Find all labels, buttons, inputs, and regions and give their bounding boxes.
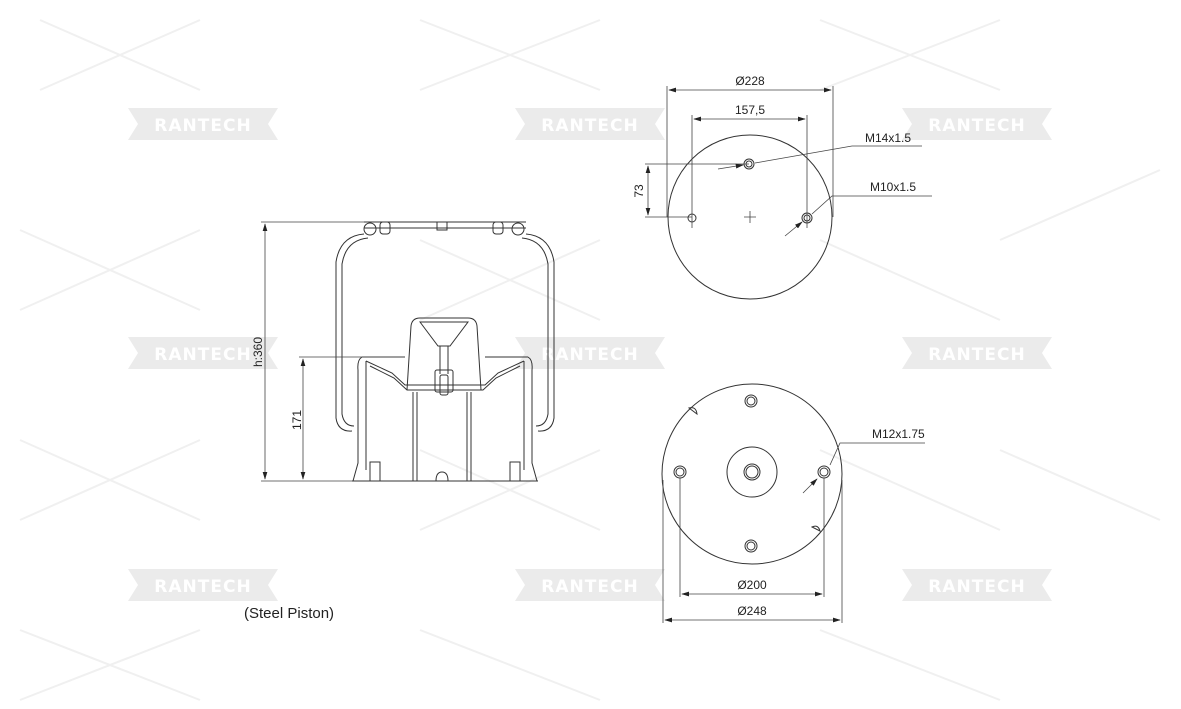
bottom-view: Ø200 Ø248 M12x1.75 (661, 383, 925, 623)
thread-label: M12x1.75 (872, 427, 925, 441)
svg-text:RANTECH: RANTECH (154, 577, 251, 597)
piston-height-dimension: 171 (290, 410, 304, 430)
svg-text:RANTECH: RANTECH (541, 577, 638, 597)
svg-text:RANTECH: RANTECH (928, 345, 1025, 365)
svg-text:RANTECH: RANTECH (928, 116, 1025, 136)
watermark-lines (19, 19, 1161, 701)
bolt-circle-dimension: Ø200 (737, 578, 767, 592)
side-view: h:360 171 (251, 221, 555, 482)
svg-text:RANTECH: RANTECH (154, 116, 251, 136)
watermark-banners: RANTECH RANTECH RANTECH RANTECH RANTECH … (128, 108, 1052, 601)
offset-dimension: 73 (632, 184, 646, 198)
top-view: Ø228 157,5 73 M14x1.5 M10x1.5 (632, 74, 932, 300)
svg-text:RANTECH: RANTECH (154, 345, 251, 365)
svg-text:RANTECH: RANTECH (541, 116, 638, 136)
piston-caption: (Steel Piston) (244, 605, 335, 622)
thread-side-label: M10x1.5 (870, 180, 916, 194)
bolt-spacing-dimension: 157,5 (735, 103, 765, 117)
outer-diameter-dimension: Ø248 (737, 604, 767, 618)
svg-text:RANTECH: RANTECH (541, 345, 638, 365)
outer-diameter-dimension: Ø228 (735, 74, 765, 88)
thread-center-label: M14x1.5 (865, 131, 911, 145)
height-dimension: h:360 (251, 337, 265, 367)
svg-text:RANTECH: RANTECH (928, 577, 1025, 597)
